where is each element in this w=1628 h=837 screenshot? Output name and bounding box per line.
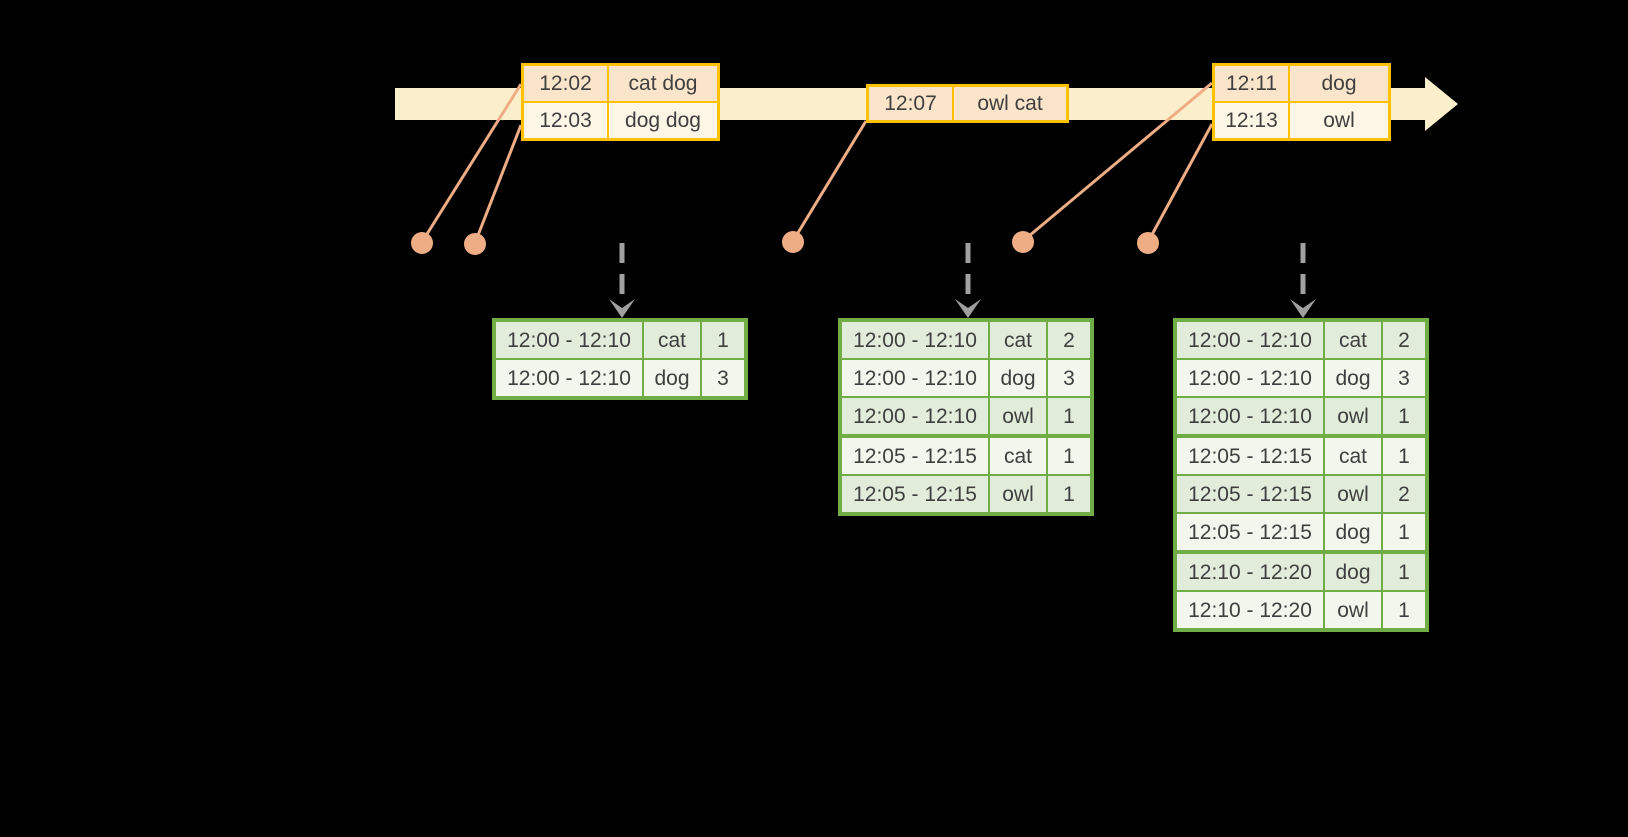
count-cell: 2 bbox=[1381, 476, 1425, 512]
window-cell: 12:05 - 12:15 bbox=[1188, 444, 1312, 468]
word-cell: dog bbox=[1323, 514, 1381, 550]
event-words-cell: dog bbox=[1288, 66, 1388, 101]
word-cell: dog bbox=[1323, 554, 1381, 590]
event-dot-1211 bbox=[1012, 231, 1034, 253]
word-cell: owl bbox=[988, 476, 1046, 512]
word-cell: cat bbox=[988, 438, 1046, 474]
count-cell: 3 bbox=[700, 360, 744, 396]
event-time-cell: 12:02 bbox=[539, 72, 592, 95]
window-cell: 12:00 - 12:10 bbox=[853, 328, 977, 352]
connector-line-1202 bbox=[420, 83, 523, 243]
count-cell: 1 bbox=[1381, 514, 1425, 550]
count-cell: 3 bbox=[1381, 360, 1425, 396]
word-cell: cat bbox=[988, 322, 1046, 358]
word-cell: cat bbox=[642, 322, 700, 358]
count-cell: 1 bbox=[1046, 476, 1090, 512]
event-time-cell: 12:11 bbox=[1226, 72, 1277, 95]
event-time-cell: 12:07 bbox=[884, 92, 937, 115]
window-cell: 12:00 - 12:10 bbox=[1188, 404, 1312, 428]
window-cell: 12:00 - 12:10 bbox=[507, 328, 631, 352]
count-cell: 3 bbox=[1046, 360, 1090, 396]
event-words-cell: cat dog bbox=[607, 66, 717, 101]
window-cell: 12:05 - 12:15 bbox=[1188, 520, 1312, 544]
table-row: 12:13 owl bbox=[1215, 101, 1388, 138]
window-cell: 12:00 - 12:10 bbox=[507, 366, 631, 390]
event-words-cell: owl bbox=[1288, 103, 1388, 138]
window-cell: 12:00 - 12:10 bbox=[1188, 366, 1312, 390]
count-cell: 2 bbox=[1381, 322, 1425, 358]
dashed-arrow-head-icon-1 bbox=[609, 299, 635, 318]
dashed-arrow-head-icon-2 bbox=[955, 299, 981, 318]
event-words-cell: dog dog bbox=[607, 103, 717, 138]
count-cell: 1 bbox=[1381, 438, 1425, 474]
count-cell: 2 bbox=[1046, 322, 1090, 358]
event-table-3: 12:11 dog 12:13 owl bbox=[1212, 63, 1391, 141]
dashed-arrow-head-icon-3 bbox=[1290, 299, 1316, 318]
count-cell: 1 bbox=[1381, 592, 1425, 628]
window-cell: 12:00 - 12:10 bbox=[853, 366, 977, 390]
window-cell: 12:05 - 12:15 bbox=[853, 444, 977, 468]
word-cell: dog bbox=[642, 360, 700, 396]
window-cell: 12:10 - 12:20 bbox=[1188, 560, 1312, 584]
window-cell: 12:05 - 12:15 bbox=[1188, 482, 1312, 506]
event-words-cell: owl cat bbox=[952, 87, 1066, 120]
count-cell: 1 bbox=[1046, 438, 1090, 474]
window-cell: 12:00 - 12:10 bbox=[1188, 328, 1312, 352]
table-row: 12:02 cat dog bbox=[524, 66, 717, 101]
count-cell: 1 bbox=[1046, 398, 1090, 434]
word-cell: dog bbox=[988, 360, 1046, 396]
count-cell: 1 bbox=[1381, 398, 1425, 434]
event-dot-1202 bbox=[411, 232, 433, 254]
event-table-1: 12:02 cat dog 12:03 dog dog bbox=[521, 63, 720, 141]
table-row: 12:03 dog dog bbox=[524, 101, 717, 138]
word-cell: owl bbox=[1323, 476, 1381, 512]
count-cell: 1 bbox=[700, 322, 744, 358]
event-dot-1203 bbox=[464, 233, 486, 255]
connector-line-1203 bbox=[473, 124, 523, 244]
event-dot-1213 bbox=[1137, 232, 1159, 254]
event-time-cell: 12:13 bbox=[1225, 109, 1278, 132]
connector-line-1213 bbox=[1146, 123, 1214, 243]
connector-line-1211 bbox=[1022, 81, 1213, 243]
word-cell: owl bbox=[1323, 592, 1381, 628]
word-cell: cat bbox=[1323, 438, 1381, 474]
connector-line-1207 bbox=[791, 120, 868, 242]
word-cell: owl bbox=[988, 398, 1046, 434]
word-cell: dog bbox=[1323, 360, 1381, 396]
timeline-arrowhead-icon bbox=[1425, 77, 1458, 131]
window-cell: 12:10 - 12:20 bbox=[1188, 598, 1312, 622]
word-cell: cat bbox=[1323, 322, 1381, 358]
event-time-cell: 12:03 bbox=[539, 109, 592, 132]
window-cell: 12:05 - 12:15 bbox=[853, 482, 977, 506]
count-cell: 1 bbox=[1381, 554, 1425, 590]
table-row: 12:11 dog bbox=[1215, 66, 1388, 101]
window-cell: 12:00 - 12:10 bbox=[853, 404, 977, 428]
event-dot-1207 bbox=[782, 231, 804, 253]
table-row: 12:07 owl cat bbox=[869, 87, 1066, 120]
word-cell: owl bbox=[1323, 398, 1381, 434]
event-table-2: 12:07 owl cat bbox=[866, 84, 1069, 123]
